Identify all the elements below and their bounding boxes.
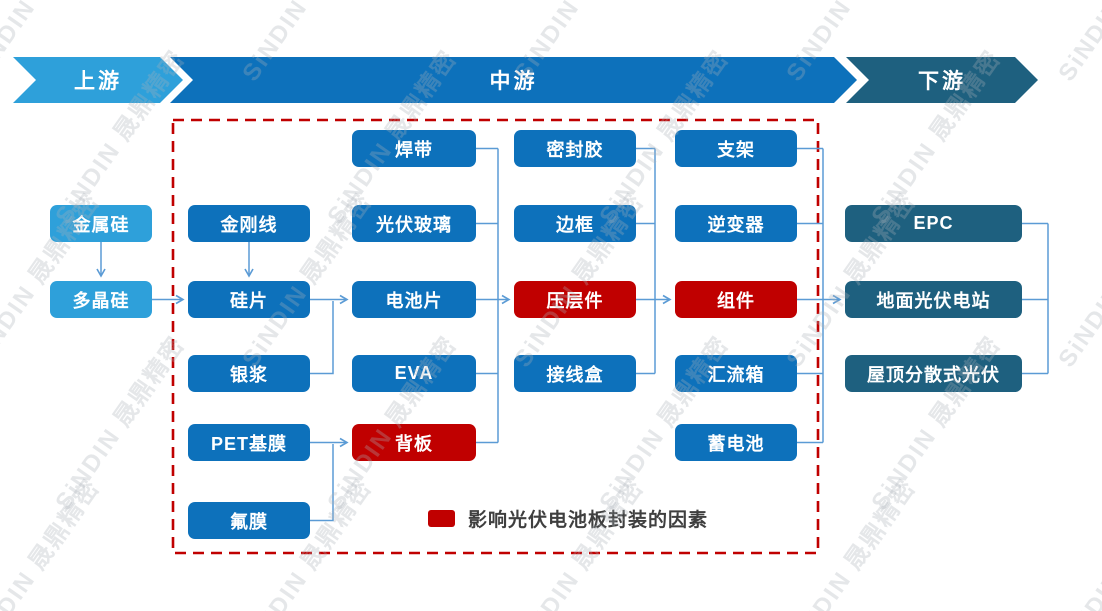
node-guipian: 硅片 <box>188 281 310 318</box>
node-yinjiang: 银浆 <box>188 355 310 392</box>
node-epc: EPC <box>845 205 1022 242</box>
node-petjimo: PET基膜 <box>188 424 310 461</box>
node-mifengjiao: 密封胶 <box>514 130 636 167</box>
node-xudianchi: 蓄电池 <box>675 424 797 461</box>
node-fumo: 氟膜 <box>188 502 310 539</box>
node-wuding: 屋顶分散式光伏 <box>845 355 1022 392</box>
node-guangfuboli: 光伏玻璃 <box>352 205 476 242</box>
node-huiliuxiang: 汇流箱 <box>675 355 797 392</box>
legend-label: 影响光伏电池板封装的因素 <box>468 510 709 531</box>
banner-midstream: 中游 <box>170 57 857 103</box>
node-handai: 焊带 <box>352 130 476 167</box>
banner-midstream-label: 中游 <box>489 70 538 93</box>
node-jingangxian: 金刚线 <box>188 205 310 242</box>
node-duojinggui: 多晶硅 <box>50 281 152 318</box>
node-biankuang: 边框 <box>514 205 636 242</box>
connector-line <box>310 444 334 522</box>
node-jinshugui: 金属硅 <box>50 205 152 242</box>
legend-red-swatch <box>428 510 455 527</box>
connector-line <box>310 301 334 375</box>
banner-downstream: 下游 <box>846 57 1038 103</box>
node-yacengjian: 压层件 <box>514 281 636 318</box>
node-beiban: 背板 <box>352 424 476 461</box>
node-dianchipian: 电池片 <box>352 281 476 318</box>
banner-upstream: 上游 <box>13 57 183 103</box>
banner-downstream-label: 下游 <box>918 70 966 93</box>
node-dimian: 地面光伏电站 <box>845 281 1022 318</box>
node-zhijia: 支架 <box>675 130 797 167</box>
node-jiexianhe: 接线盒 <box>514 355 636 392</box>
midstream-dashed-border <box>171 118 820 555</box>
node-zujian: 组件 <box>675 281 797 318</box>
banner-upstream-label: 上游 <box>74 70 122 93</box>
node-nibianqi: 逆变器 <box>675 205 797 242</box>
legend: 影响光伏电池板封装的因素 <box>428 505 708 532</box>
node-eva: EVA <box>352 355 476 392</box>
